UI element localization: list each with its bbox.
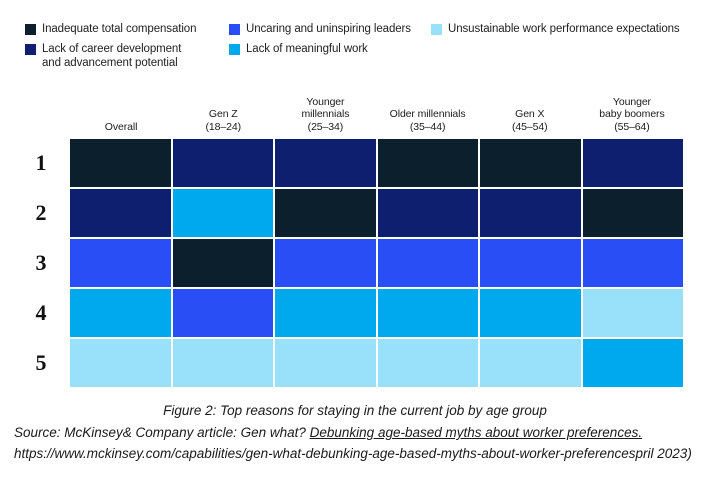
legend-swatch-icon (229, 24, 240, 35)
column-header-line: Gen X (515, 108, 545, 120)
column-header-line: baby boomers (599, 108, 665, 120)
heatmap-row-cells (70, 139, 683, 187)
heatmap-cell (582, 289, 683, 337)
heatmap-cell (70, 139, 171, 187)
legend-item-label: Lack of meaningful work (246, 43, 368, 55)
heatmap-row: 4 (0, 289, 710, 337)
legend-item-label: Inadequate total compensation (42, 23, 197, 35)
heatmap-row-cells (70, 189, 683, 237)
heatmap-cell (275, 289, 376, 337)
heatmap-cell (70, 239, 171, 287)
heatmap-cell (70, 189, 171, 237)
column-header-line: (55–64) (614, 120, 650, 133)
heatmap-cell (275, 139, 376, 187)
legend-item-lack-of-career-development: Lack of career development and advanceme… (25, 42, 181, 70)
source-prefix: Source: McKinsey& Company article: Gen w… (14, 425, 310, 440)
heatmap-cell (377, 139, 478, 187)
heatmap-row-cells (70, 239, 683, 287)
heatmap-row-cells (70, 289, 683, 337)
legend-swatch-icon (229, 44, 240, 55)
row-rank-label: 4 (35, 300, 47, 325)
column-header: Gen Z(18–24) (172, 88, 274, 136)
heatmap-cell (480, 289, 581, 337)
heatmap-cell (377, 289, 478, 337)
legend-item-lack-of-meaningful-work: Lack of meaningful work (229, 42, 368, 56)
figure-caption: Figure 2: Top reasons for staying in the… (0, 400, 710, 464)
heatmap-row-cells (70, 339, 683, 387)
heatmap-cell (172, 289, 273, 337)
column-header-line: (25–34) (307, 120, 344, 133)
heatmap-cell (172, 339, 273, 387)
heatmap-cell (582, 189, 683, 237)
heatmap-cell (172, 239, 273, 287)
source-url: https://www.mckinsey.com/capabilities/ge… (14, 446, 692, 461)
column-header-line: (45–54) (512, 120, 548, 133)
heatmap-cell (377, 239, 478, 287)
row-rank-label: 5 (35, 350, 47, 375)
heatmap-row: 5 (0, 339, 710, 387)
column-header: Older millennials(35–44) (377, 88, 479, 136)
heatmap-row: 3 (0, 239, 710, 287)
heatmap-cell (480, 339, 581, 387)
column-header: Gen X(45–54) (479, 88, 581, 136)
heatmap-cell (172, 139, 273, 187)
source-link[interactable]: Debunking age-based myths about worker p… (309, 425, 643, 440)
legend-item-label: Unsustainable work performance expectati… (448, 23, 680, 35)
column-header-line: millennials (301, 108, 350, 120)
legend-swatch-icon (431, 24, 442, 35)
heatmap-cell (70, 339, 171, 387)
legend-swatch-icon (25, 44, 36, 55)
legend-item-unsustainable-work-performance-expectations: Unsustainable work performance expectati… (431, 22, 680, 36)
heatmap-cell (275, 239, 376, 287)
row-rank-label: 3 (35, 250, 47, 275)
heatmap-grid: 1 2 3 4 5 (0, 139, 710, 387)
heatmap-cell (172, 189, 273, 237)
column-header-line: (35–44) (409, 120, 446, 133)
legend-swatch-icon (25, 24, 36, 35)
legend-item-label: Lack of career development and advanceme… (42, 43, 182, 69)
heatmap-cell (582, 339, 683, 387)
heatmap-cell (275, 189, 376, 237)
column-header-line: (18–24) (205, 120, 242, 133)
figure-title: Figure 2: Top reasons for staying in the… (163, 403, 547, 418)
row-rank-label: 2 (35, 200, 47, 225)
heatmap-cell (582, 139, 683, 187)
heatmap-cell (480, 189, 581, 237)
legend-item-label: Uncaring and uninspiring leaders (246, 23, 411, 35)
column-header-line: Younger (612, 95, 651, 108)
heatmap-cell (582, 239, 683, 287)
heatmap-cell (377, 339, 478, 387)
heatmap-cell (480, 239, 581, 287)
heatmap-row: 2 (0, 189, 710, 237)
legend-item-uncaring-uninspiring-leaders: Uncaring and uninspiring leaders (229, 22, 411, 36)
column-header-line: Older millennials (389, 108, 466, 120)
heatmap-cell (480, 139, 581, 187)
column-header: Overall (70, 88, 172, 136)
column-header-line: Younger (306, 95, 345, 108)
legend: Inadequate total compensation Lack of ca… (0, 18, 710, 80)
figure-source: Source: McKinsey& Company article: Gen w… (14, 422, 696, 464)
heatmap-row: 1 (0, 139, 710, 187)
column-header-line: Overall (104, 120, 138, 133)
column-header-line: Gen Z (208, 108, 238, 120)
heatmap-cell (275, 339, 376, 387)
legend-item-inadequate-total-compensation: Inadequate total compensation (25, 22, 196, 36)
heatmap-cell (377, 189, 478, 237)
heatmap-cell (70, 289, 171, 337)
row-rank-label: 1 (35, 150, 47, 175)
